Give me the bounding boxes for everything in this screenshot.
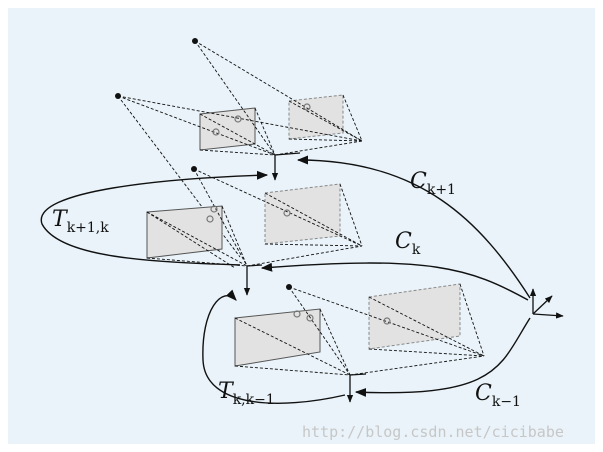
projection-circle	[212, 128, 220, 136]
curve-c-k-plus-1	[296, 155, 531, 299]
label-t-k-k-minus-1: Tk,k−1	[218, 379, 275, 408]
world-frame-axes	[529, 288, 564, 319]
projection-circle	[306, 314, 314, 322]
projection-circle	[210, 205, 218, 213]
curve-t-k-k-minus-1	[202, 289, 346, 404]
image-plane-left	[234, 308, 321, 367]
projection-circle	[303, 103, 311, 111]
camera-k	[146, 166, 363, 296]
label-c-k-minus-1: Ck−1	[475, 381, 521, 410]
curve-t-k-plus-1-k	[40, 170, 269, 266]
projection-circle	[234, 115, 242, 123]
camera-k-plus-1	[115, 38, 363, 258]
label-c-k: Ck	[395, 229, 421, 258]
curve-c-k	[260, 262, 529, 301]
image-plane-right	[368, 283, 461, 350]
projection-circle	[293, 310, 301, 318]
projection-circle	[383, 317, 391, 325]
label-c-k-plus-1: Ck+1	[410, 169, 456, 198]
label-t-k-plus-1-k: Tk+1,k	[52, 207, 109, 236]
watermark-text: http://blog.csdn.net/cicibabe	[302, 423, 564, 441]
camera-k-minus-1	[234, 283, 485, 403]
projection-circle	[206, 215, 214, 223]
projection-circle	[283, 209, 291, 217]
curve-c-k-minus-1	[354, 317, 531, 397]
image-plane-right	[288, 94, 344, 140]
